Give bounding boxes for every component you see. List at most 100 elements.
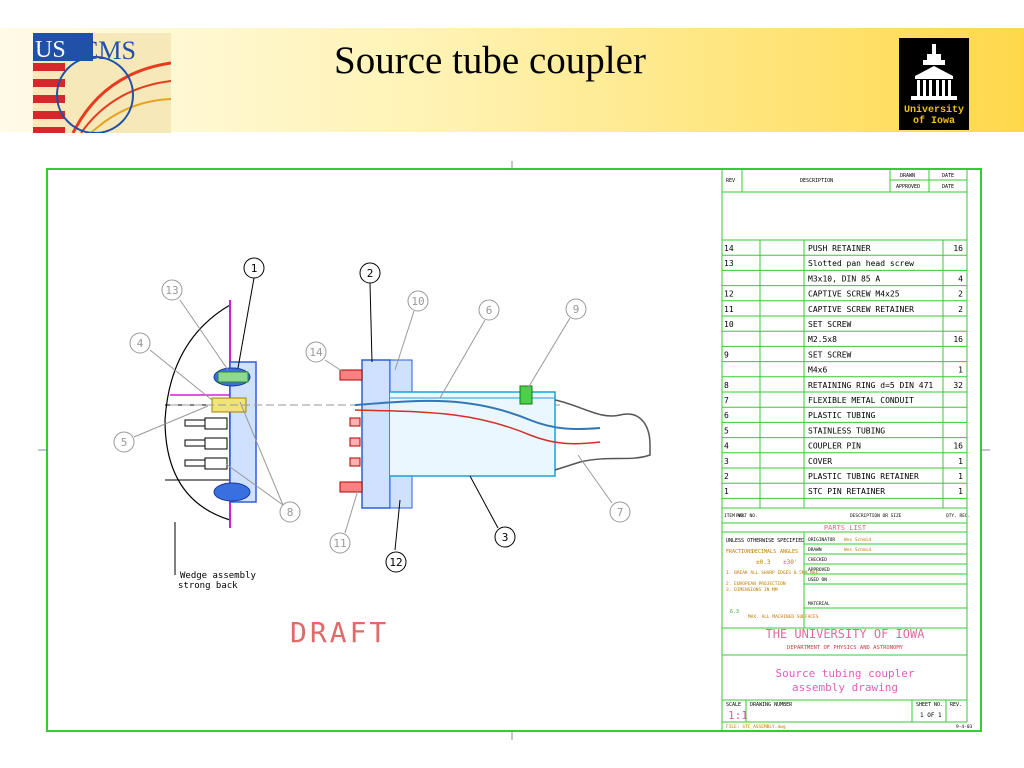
parts-header-qty: QTY. REQ.: [946, 513, 970, 519]
department: DEPARTMENT OF PHYSICS AND ASTRONOMY: [787, 645, 904, 651]
balloon-13: 13: [161, 279, 229, 371]
parts-cell-item: 9: [724, 350, 729, 359]
svg-text:2. EUROPEAN PROJECTION: 2. EUROPEAN PROJECTION: [726, 581, 786, 587]
parts-row: 14 PUSH RETAINER 16: [724, 244, 963, 253]
parts-cell-desc: COUPLER PIN: [808, 442, 861, 451]
parts-cell-item: 5: [724, 426, 729, 435]
parts-cell-qty: 2: [958, 290, 963, 299]
parts-cell-item: 4: [724, 442, 729, 451]
university-of-iowa-logo: University of Iowa: [899, 38, 969, 130]
signoff-role: CHECKED: [808, 557, 827, 563]
tolerance-block: UNLESS OTHERWISE SPECIFIED FRACTIONS DEC…: [726, 538, 821, 620]
parts-cell-qty: 2: [958, 305, 963, 314]
svg-text:DATE: DATE: [942, 184, 954, 190]
balloon-6: 6: [439, 299, 500, 399]
parts-cell-qty: 1: [958, 366, 963, 375]
parts-cell-item: 13: [724, 259, 734, 268]
parts-cell-desc: STC PIN RETAINER: [808, 487, 885, 496]
svg-text:1. BREAK ALL SHARP EDGES 0.5MM: 1. BREAK ALL SHARP EDGES 0.5MM MAX.: [726, 570, 821, 576]
balloon-5: 5: [113, 405, 209, 453]
svg-text:DRAWING NUMBER: DRAWING NUMBER: [750, 702, 793, 708]
svg-text:11: 11: [333, 537, 346, 550]
svg-text:10: 10: [411, 295, 424, 308]
svg-text:9: 9: [573, 303, 580, 316]
svg-text:1:1: 1:1: [728, 709, 748, 722]
svg-text:7: 7: [617, 506, 624, 519]
signoff-name: Wes Schmid: [844, 537, 871, 543]
logo-cms-text: CMS: [81, 36, 136, 65]
parts-cell-qty: 16: [953, 244, 963, 253]
svg-text:12: 12: [389, 556, 402, 569]
parts-cell-qty: 4: [958, 274, 963, 283]
parts-cell-desc: PUSH RETAINER: [808, 244, 871, 253]
svg-text:6.3: 6.3: [730, 609, 739, 615]
svg-text:±30': ±30': [783, 559, 797, 566]
parts-header-part_no: PART NO.: [736, 513, 758, 519]
svg-text:REV.: REV.: [950, 702, 962, 708]
svg-text:MAX. ALL MACHINED SURFACES: MAX. ALL MACHINED SURFACES: [748, 614, 819, 620]
parts-cell-qty: 16: [953, 442, 963, 451]
svg-text:FILE: STC_ASSEMBLY.dwg: FILE: STC_ASSEMBLY.dwg: [726, 724, 786, 730]
coupler-pins: [184, 417, 228, 470]
svg-text:5: 5: [121, 436, 128, 449]
parts-cell-item: 8: [724, 381, 729, 390]
parts-cell-desc: RETAINING RING d=5 DIN 471: [808, 381, 933, 390]
parts-cell-desc: CAPTIVE SCREW RETAINER: [808, 305, 914, 314]
svg-text:DATE: DATE: [942, 173, 954, 179]
parts-cell-desc: FLEXIBLE METAL CONDUIT: [808, 396, 914, 405]
svg-text:FRACTIONS: FRACTIONS: [726, 549, 753, 555]
signoff-role: USED ON: [808, 577, 827, 583]
svg-text:DESCRIPTION: DESCRIPTION: [800, 178, 833, 184]
svg-text:ANGLES: ANGLES: [780, 549, 798, 555]
parts-header-desc: DESCRIPTION OR SIZE: [850, 513, 902, 519]
balloon-9: 9: [527, 298, 587, 389]
svg-text:4: 4: [137, 337, 144, 350]
parts-cell-item: 3: [724, 457, 729, 466]
svg-text:1 OF 1: 1 OF 1: [920, 712, 942, 719]
svg-text:strong back: strong back: [178, 581, 238, 591]
balloon-2: 2: [359, 262, 381, 363]
parts-cell-item: 2: [724, 472, 729, 481]
svg-text:6: 6: [486, 304, 493, 317]
svg-text:UNLESS OTHERWISE SPECIFIED: UNLESS OTHERWISE SPECIFIED: [726, 538, 804, 544]
parts-cell-item: 14: [724, 244, 734, 253]
signoff-name: Wes Schmid: [844, 547, 871, 553]
svg-text:±0.3: ±0.3: [756, 559, 771, 566]
drawing-title-line1: Source tubing coupler: [775, 667, 914, 680]
title-block-lines: [722, 192, 968, 723]
parts-cell-desc: M2.5x8: [808, 335, 837, 344]
old-capitol-icon: [911, 44, 957, 100]
parts-cell-desc: CAPTIVE SCREW M4x25: [808, 290, 900, 299]
assembly-drawing: 1 2 3 4 5 6 7 8 9 10 11 12 13 14 Wedge a…: [38, 161, 990, 740]
balloon-7: 7: [577, 454, 631, 523]
balloon-11: 11: [329, 489, 359, 554]
draft-label: DRAFT: [290, 616, 389, 649]
institution: THE UNIVERSITY OF IOWA: [766, 627, 926, 641]
revision-header: REV DESCRIPTION DRAWN APPROVED DATE DATE: [726, 173, 954, 190]
parts-cell-item: 1: [724, 487, 729, 496]
parts-cell-qty: 1: [958, 457, 963, 466]
parts-row: 1 STC PIN RETAINER 1: [724, 487, 963, 496]
balloon-1: 1: [237, 257, 265, 369]
institution-block: THE UNIVERSITY OF IOWA DEPARTMENT OF PHY…: [766, 627, 926, 694]
parts-cell-desc: SET SCREW: [808, 320, 852, 329]
parts-cell-qty: 1: [958, 487, 963, 496]
svg-text:APPROVED: APPROVED: [896, 184, 920, 190]
parts-cell-desc: SET SCREW: [808, 350, 852, 359]
svg-text:8: 8: [287, 506, 294, 519]
parts-cell-desc: STAINLESS TUBING: [808, 426, 885, 435]
drawing-title-line2: assembly drawing: [792, 681, 898, 694]
parts-cell-desc: Slotted pan head screw: [808, 259, 914, 268]
parts-cell-qty: 32: [953, 381, 963, 390]
parts-cell-qty: 1: [958, 472, 963, 481]
